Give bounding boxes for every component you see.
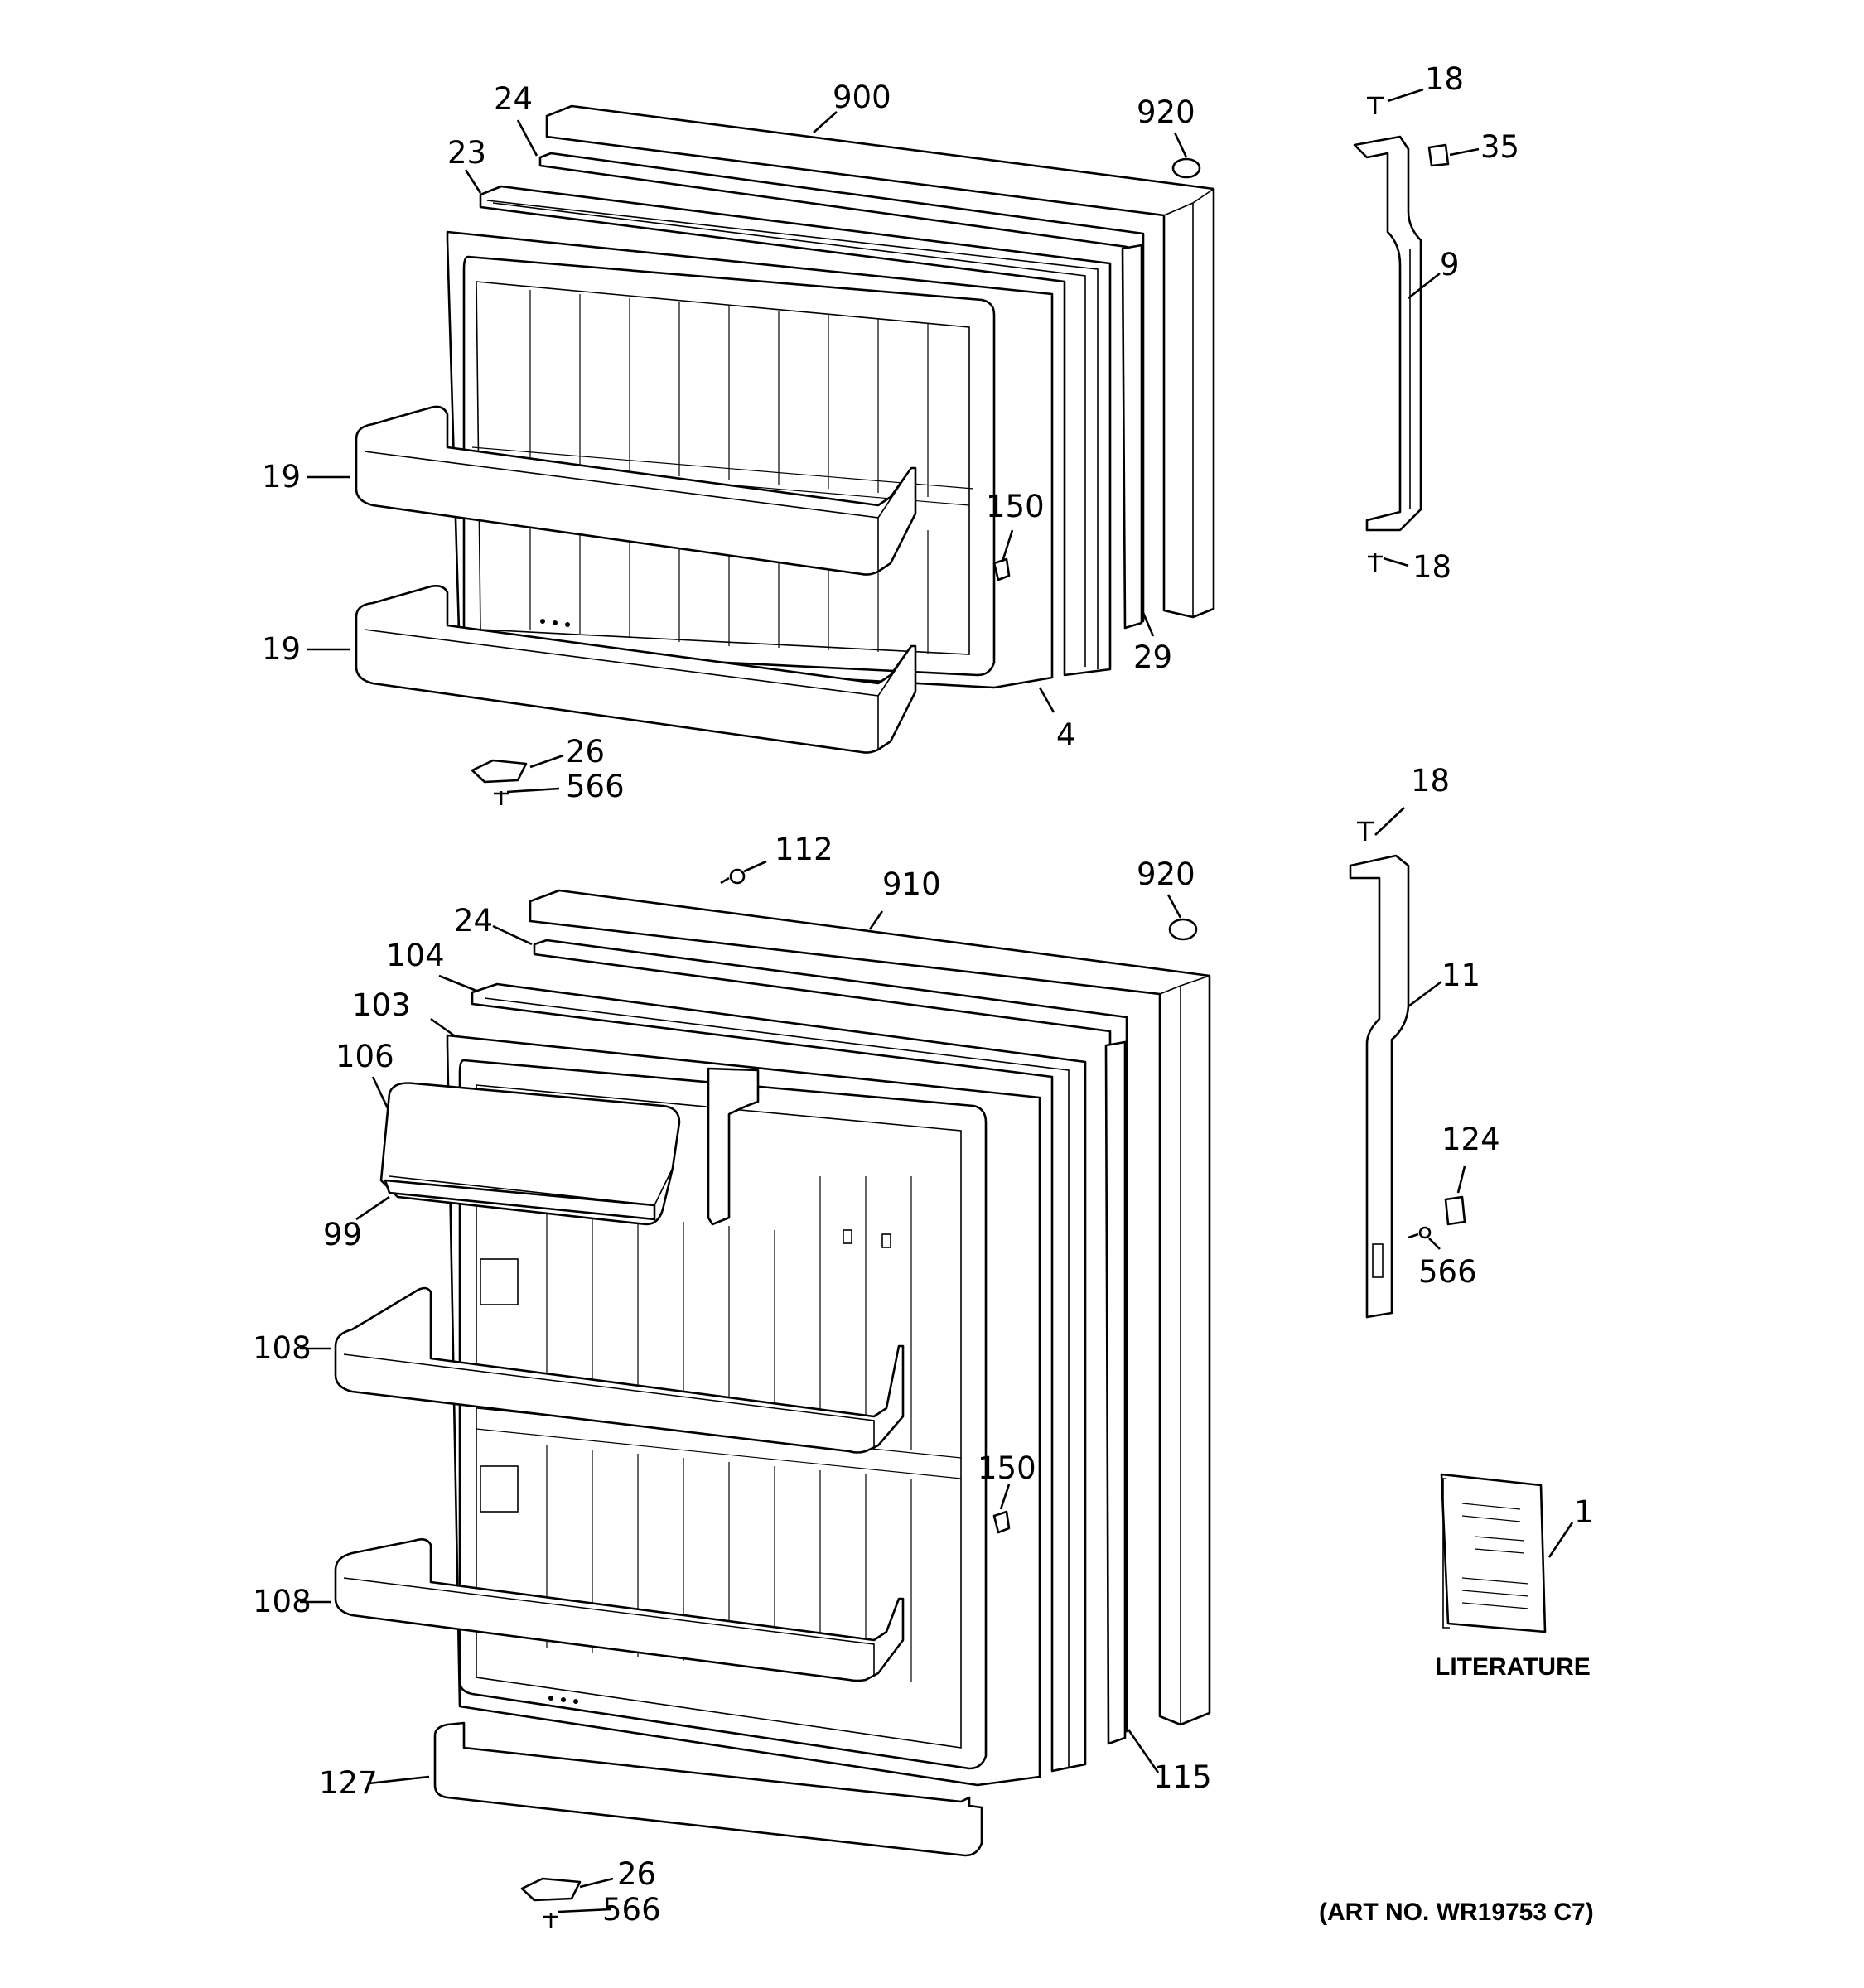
callout-lower-door-outer: 910 xyxy=(882,866,941,902)
callout-lower-handle: 11 xyxy=(1441,958,1480,993)
callout-literature: 1 xyxy=(1574,1494,1594,1530)
lower-handle-11 xyxy=(1349,854,1410,1319)
callout-lower-hinge-screw: 566 xyxy=(602,1892,661,1928)
callout-upper-liner: 4 xyxy=(1056,717,1076,753)
lower-trim-115 xyxy=(1104,1040,1127,1745)
callout-upper-stop: 150 xyxy=(986,489,1045,524)
lower-shelf-108-a xyxy=(334,1286,905,1454)
upper-shelf-19-b xyxy=(355,585,917,754)
callout-lower-stop: 150 xyxy=(978,1450,1036,1486)
literature-callouts: 1 LITERATURE xyxy=(1435,1494,1594,1681)
lower-bottom-shelf-127 xyxy=(433,1721,983,1857)
callout-lower-trim: 115 xyxy=(1153,1759,1212,1795)
callout-upper-shelf-a: 19 xyxy=(262,459,301,495)
callout-upper-handle: 9 xyxy=(1440,247,1460,282)
lower-screw-112-icon xyxy=(720,868,746,885)
lower-gasket-104 xyxy=(471,982,1087,1773)
upper-door-outer-panel xyxy=(545,104,1215,619)
upper-handle-screw-bottom-icon xyxy=(1368,553,1383,572)
upper-callouts: 18 35 900 920 24 23 9 19 19 150 18 29 4 … xyxy=(262,61,1519,804)
callout-upper-gasket-23: 23 xyxy=(447,135,486,171)
upper-trim-29 xyxy=(1121,244,1143,630)
callout-lower-bottom-shelf: 127 xyxy=(319,1765,378,1801)
callout-lower-screw-112: 112 xyxy=(775,832,833,867)
callout-lower-plug: 920 xyxy=(1137,856,1195,892)
lower-stop-150-icon xyxy=(992,1510,1011,1534)
literature-caption: LITERATURE xyxy=(1435,1653,1591,1681)
callout-upper-handle-screw-bottom: 18 xyxy=(1412,549,1451,585)
art-number: (ART NO. WR19753 C7) xyxy=(1319,1899,1594,1926)
callout-lower-shelf-b: 108 xyxy=(253,1584,311,1619)
lower-callouts: 18 112 910 920 24 104 103 11 106 99 124 … xyxy=(253,763,1500,1928)
lower-shelf-108-b xyxy=(334,1538,905,1682)
callout-upper-plug: 920 xyxy=(1137,94,1195,130)
callout-upper-hinge: 26 xyxy=(566,734,605,770)
upper-plug-icon xyxy=(1171,157,1201,179)
callout-lower-dairy-99: 99 xyxy=(323,1217,362,1252)
callout-upper-door-outer: 900 xyxy=(833,80,891,115)
upper-handle-screw-top-icon xyxy=(1367,96,1384,114)
callout-lower-gasket-103: 103 xyxy=(352,987,411,1023)
lower-hinge-26-icon xyxy=(520,1877,582,1902)
callout-lower-clip: 124 xyxy=(1441,1122,1500,1157)
callout-lower-clip-screw: 566 xyxy=(1418,1254,1477,1290)
lower-handle-screw-top-icon xyxy=(1357,821,1374,841)
callout-lower-handle-screw-top: 18 xyxy=(1411,763,1450,799)
upper-hinge-screw-566-icon xyxy=(494,791,509,805)
lower-hinge-screw-566-icon xyxy=(543,1913,558,1928)
callout-upper-handle-cap: 35 xyxy=(1480,129,1519,165)
leader-lines xyxy=(300,88,1574,1913)
callout-lower-hinge: 26 xyxy=(617,1856,656,1892)
callout-upper-gasket-24: 24 xyxy=(494,81,533,117)
upper-gasket-23 xyxy=(479,185,1112,677)
callout-lower-gasket-24: 24 xyxy=(454,903,493,939)
lower-plug-icon xyxy=(1168,918,1198,941)
upper-hinge-26-icon xyxy=(471,759,528,784)
upper-handle-9 xyxy=(1353,135,1422,532)
literature-booklet xyxy=(1440,1473,1547,1633)
callout-lower-gasket-104: 104 xyxy=(386,938,445,973)
callout-upper-shelf-b: 19 xyxy=(262,631,301,667)
lower-dairy-door-99 xyxy=(384,1179,656,1221)
callout-upper-handle-screw-top: 18 xyxy=(1425,61,1464,97)
lower-handle-clip-124-icon xyxy=(1444,1195,1466,1226)
callout-lower-shelf-a: 108 xyxy=(253,1330,311,1366)
upper-door-assembly xyxy=(355,104,1215,805)
callout-upper-trim: 29 xyxy=(1133,639,1172,675)
upper-handle-cap-35-icon xyxy=(1427,143,1450,167)
upper-shelf-19-a xyxy=(355,405,917,576)
lower-door-outer-panel xyxy=(529,889,1211,1726)
lower-door-assembly xyxy=(334,868,1211,1928)
lower-handle-clip-screw-566-icon xyxy=(1408,1226,1432,1239)
callout-upper-hinge-screw: 566 xyxy=(566,769,625,804)
callout-lower-cover-106: 106 xyxy=(336,1039,394,1074)
